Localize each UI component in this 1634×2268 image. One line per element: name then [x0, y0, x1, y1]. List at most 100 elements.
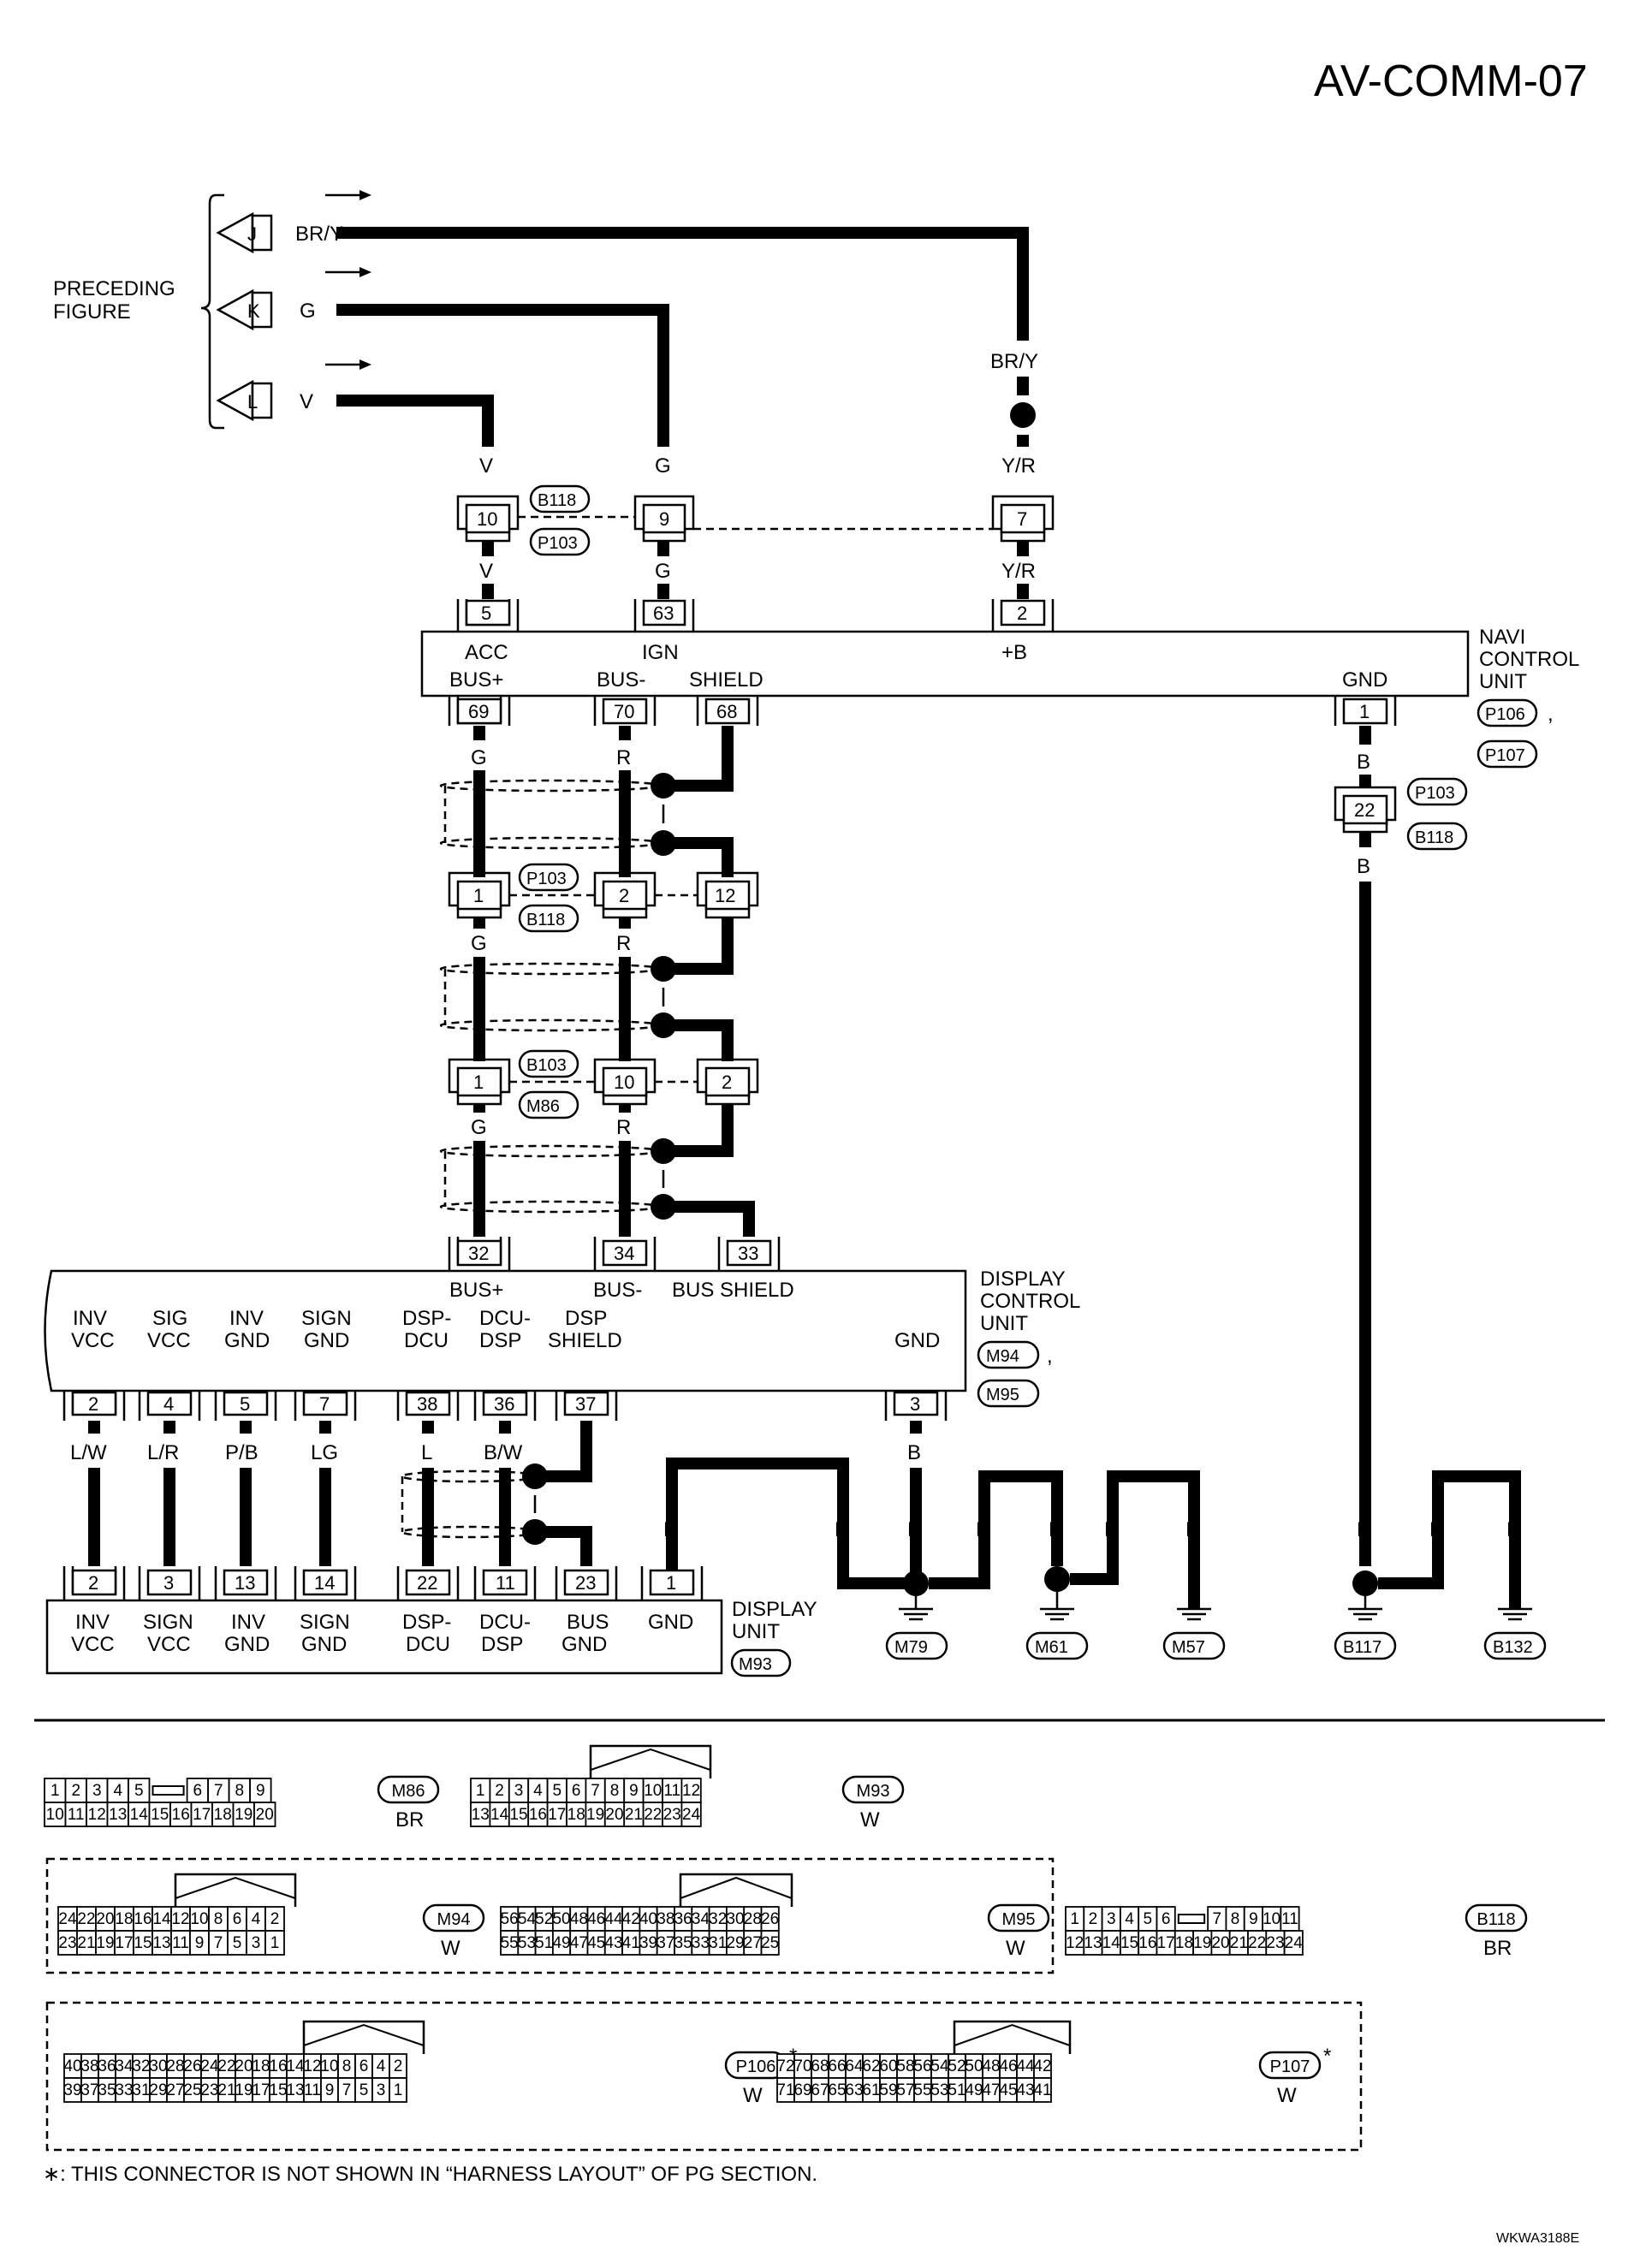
preceding-arrow-k: K G — [216, 267, 371, 331]
svg-text:VCC: VCC — [71, 1633, 115, 1656]
pin-cell: 9 — [256, 1782, 265, 1800]
du-pin-1: 1 — [666, 1572, 676, 1594]
pin-cell: 6 — [359, 2057, 369, 2075]
navi-label-ign: IGN — [642, 641, 679, 664]
conn-b118-2: B118 — [526, 911, 565, 929]
pin-cell: 29 — [149, 2081, 167, 2099]
pin-cell: 8 — [214, 1910, 223, 1928]
pin-cell: 54 — [930, 2057, 949, 2075]
pin-cell: 1 — [1070, 1910, 1079, 1928]
inline-connector-row2: 1 2 12 P103 B118 — [448, 863, 759, 933]
conn-p107-1: P107 — [1485, 746, 1525, 765]
connector-color: W — [860, 1808, 880, 1832]
pin-cell: 70 — [793, 2057, 811, 2075]
svg-text:DCU-: DCU- — [479, 1307, 531, 1330]
conn-b103-1: B103 — [526, 1056, 567, 1075]
pin-cell: 11 — [304, 2081, 321, 2099]
pin-cell: 49 — [552, 1934, 570, 1952]
pin-cell: 9 — [629, 1782, 639, 1800]
pin-cell: 23 — [1266, 1934, 1284, 1952]
pin-cell: 66 — [828, 2057, 846, 2075]
pin-cell: 32 — [132, 2057, 150, 2075]
wire-label-b-navi-2: B — [1357, 855, 1370, 878]
pin-cell: 56 — [913, 2057, 931, 2075]
navi-label-shield: SHIELD — [689, 668, 764, 692]
dcu-pin-32: 32 — [468, 1243, 489, 1264]
pin-cell: 48 — [982, 2057, 1000, 2075]
pin-cell: 24 — [58, 1910, 77, 1928]
pin-cell: 18 — [1175, 1934, 1193, 1952]
pin-cell: 10 — [320, 2057, 338, 2075]
pin-cell: 49 — [965, 2081, 983, 2099]
pin-cell: 41 — [1033, 2081, 1051, 2099]
pin-cell: 16 — [134, 1910, 152, 1928]
wire-label-g-5: G — [471, 1116, 487, 1139]
group-box-1 — [45, 1857, 1055, 1974]
preceding-label-1: PRECEDING — [53, 277, 175, 300]
wire-label-bry: BR/Y — [990, 350, 1038, 373]
pin-cell: 34 — [692, 1910, 710, 1928]
pin-cell: 51 — [948, 2081, 966, 2099]
pin-cell: 71 — [776, 2081, 794, 2099]
connector-face-id: M86 — [392, 1782, 425, 1801]
dcu-label-busplus: BUS+ — [449, 1279, 503, 1302]
pin-cell: 13 — [286, 2081, 304, 2099]
conn-b117: B117 — [1343, 1638, 1381, 1657]
pin-cell: 43 — [604, 1934, 622, 1952]
pin-cell: 6 — [193, 1782, 203, 1800]
wire-label-b-b132-b: B — [1506, 1518, 1520, 1541]
pin-cell: 59 — [879, 2081, 897, 2099]
pin-cell: 1 — [270, 1934, 280, 1952]
wire-label-r-3: R — [616, 1116, 631, 1139]
svg-text:GND: GND — [224, 1329, 270, 1352]
pin-cell: 36 — [98, 2057, 116, 2075]
arrow-letter-k: K — [247, 300, 260, 322]
dcu-label-gnd: GND — [894, 1329, 940, 1352]
du-pin-13: 13 — [235, 1572, 255, 1594]
pin-cell: 16 — [529, 1806, 547, 1824]
pin-cell: 24 — [682, 1806, 701, 1824]
pin-cell: 13 — [1084, 1934, 1102, 1952]
wire-label-lg: LG — [311, 1441, 338, 1464]
pin-cell: 17 — [193, 1806, 211, 1824]
dcu-label-busshield: BUS SHIELD — [672, 1279, 794, 1302]
dcu-pin-2: 2 — [88, 1393, 98, 1415]
wire-label-b-b132-a: B — [1429, 1518, 1443, 1541]
connector-face-id: M93 — [857, 1782, 890, 1801]
svg-text:SIGN: SIGN — [301, 1307, 352, 1330]
pin-p103-2: 2 — [619, 885, 629, 906]
du-pin-2: 2 — [88, 1572, 98, 1594]
wire-label-b-m79-b: B — [907, 1518, 921, 1541]
pin-b103-2: 2 — [722, 1072, 732, 1093]
pin-cell: 44 — [604, 1910, 623, 1928]
footnote: ∗: THIS CONNECTOR IS NOT SHOWN IN “HARNE… — [43, 2163, 817, 2186]
pin-cell: 41 — [622, 1934, 640, 1952]
svg-text:SIG: SIG — [152, 1307, 187, 1330]
pin-cell: 22 — [644, 1806, 662, 1824]
wire-color-v-top: V — [300, 390, 313, 413]
pin-cell: 1 — [394, 2081, 403, 2099]
svg-text:DCU: DCU — [406, 1633, 450, 1656]
ground-network-navi: B 22 P103 B118 B B B B B117 B132 — [1334, 726, 1547, 1660]
navi-pin-2: 2 — [1017, 603, 1027, 624]
pin-cell: 15 — [151, 1806, 169, 1824]
svg-text:GND: GND — [301, 1633, 347, 1656]
pin-cell: 33 — [115, 2081, 133, 2099]
pin-cell: 9 — [325, 2081, 335, 2099]
pin-cell: 60 — [879, 2057, 897, 2075]
pin-cell: 53 — [518, 1934, 536, 1952]
pin-cell: 37 — [80, 2081, 98, 2099]
pin-cell: 5 — [359, 2081, 369, 2099]
pin-cell: 50 — [552, 1910, 570, 1928]
pin-cell: 19 — [235, 2081, 253, 2099]
conn-b118-1: B118 — [538, 491, 576, 510]
connector-color: W — [743, 2084, 763, 2107]
wire-label-r-2: R — [616, 932, 631, 955]
pin-cell: 9 — [1249, 1910, 1258, 1928]
du-pin-23: 23 — [575, 1572, 596, 1594]
pin-cell: 8 — [610, 1782, 620, 1800]
pin-cell: 30 — [149, 2057, 167, 2075]
pin-cell: 9 — [195, 1934, 205, 1952]
